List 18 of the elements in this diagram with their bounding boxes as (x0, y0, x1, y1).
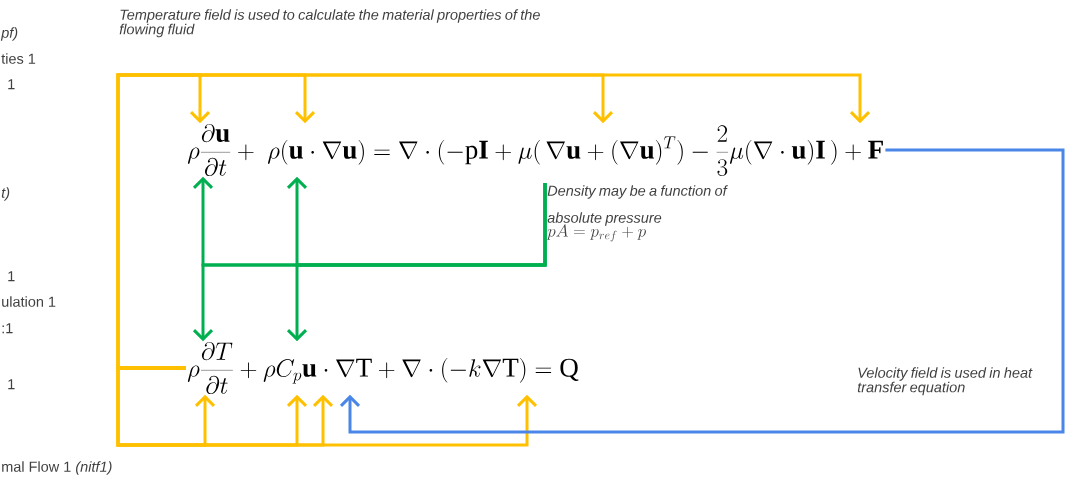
arrow (116, 73, 871, 370)
note-text: Temperature field is used to calculate the material properties of the flowing fluid (119, 9, 540, 38)
arrow (286, 183, 547, 342)
arrow (339, 148, 1065, 434)
note-text: pf) (0, 27, 18, 41)
note-text: 1 (8, 271, 15, 282)
note-text: t) (1, 187, 10, 201)
note-text: :1 (2, 323, 13, 334)
note-text: ulation 1 (2, 296, 56, 307)
note-text: Density may be a function of absolute pressure $pA=p_{ref}+p$ (546, 185, 728, 242)
note-text: ties 1 (1, 53, 36, 64)
arrow (116, 366, 538, 447)
equation: $\rho\frac{\partial\mathbf{u}}{\partial t}+\;\rho(\mathbf{u}\cdot\nabla\mathbf{u})=\nabla\cdot(-\mathrm{p}\mathbf{I}+\mu(\,\nabla\mathbf{u}+(\nabla\mathbf{u})^{T})-\frac{2}{3}\mu(\nabla\cdot\mathbf{u})\mathbf{I}\,)+\mathbf{F}$ (187, 123, 883, 177)
note-text: 1 (8, 79, 15, 90)
note-text: 1 (8, 379, 15, 390)
note-text: mal Flow 1 (nitf1) (2, 461, 112, 475)
equation: $\rho\frac{\partial T}{\partial t}+\rho C_{p}\mathbf{u}\cdot\nabla\mathrm{T}+\nabla\cdot(-k\nabla\mathrm{T})=\mathrm{Q}$ (187, 341, 579, 395)
note-text: Velocity field is used in heat transfer equation (857, 367, 1033, 396)
